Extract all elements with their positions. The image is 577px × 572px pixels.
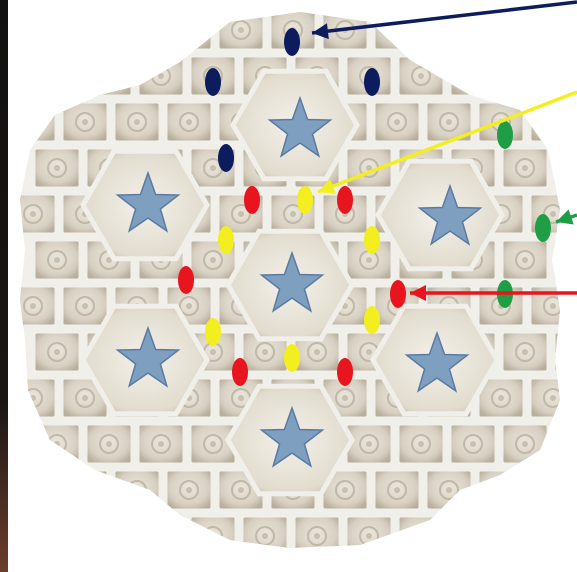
small-tile [294,516,340,556]
small-tile [166,10,212,50]
small-tile [554,148,577,188]
small-tile [374,102,420,142]
small-tile [346,424,392,464]
small-tile [450,56,496,96]
red-marker [244,186,260,214]
navy-marker [218,144,234,172]
small-tile [450,516,496,556]
yellow-marker [218,226,234,254]
red-marker [232,358,248,386]
small-tile [62,470,108,510]
small-tile [346,516,392,556]
small-tile [502,56,548,96]
navy-marker [205,68,221,96]
small-tile [502,516,548,556]
small-tile [530,10,576,50]
small-tile [398,56,444,96]
small-tile [554,332,577,372]
small-tile [114,470,160,510]
yellow-marker [205,318,221,346]
small-tile [478,470,524,510]
small-tile [34,516,80,556]
yellow-marker [284,344,300,372]
red-marker [390,280,406,308]
small-tile [530,470,576,510]
small-tile [62,286,108,326]
small-tile [554,56,577,96]
small-tile [34,332,80,372]
small-tile [114,10,160,50]
yellow-marker [364,226,380,254]
small-tile [34,240,80,280]
small-tile [114,102,160,142]
small-tile [346,148,392,188]
red-marker [178,266,194,294]
small-tile [10,102,56,142]
small-tile [190,516,236,556]
small-tile [426,470,472,510]
small-tile [530,378,576,418]
small-tile [502,332,548,372]
small-tile [554,516,577,556]
small-tile [34,56,80,96]
red-marker [337,186,353,214]
small-tile [10,286,56,326]
navy-marker [284,28,300,56]
small-tile [374,470,420,510]
small-tile [166,470,212,510]
small-tile [10,194,56,234]
small-tile [34,424,80,464]
yellow-marker [364,306,380,334]
small-tile [10,470,56,510]
small-tile [554,240,577,280]
small-tile [62,102,108,142]
small-tile [10,10,56,50]
small-tile [86,56,132,96]
small-tile [138,516,184,556]
small-tile [10,378,56,418]
small-tile [242,516,288,556]
small-tile [502,424,548,464]
small-tile [166,102,212,142]
green-marker [535,214,551,242]
small-tile [478,10,524,50]
small-tile [398,516,444,556]
yellow-marker [297,186,313,214]
small-tile [86,424,132,464]
navy-marker [364,68,380,96]
small-tile [374,10,420,50]
small-tile [86,516,132,556]
small-tile [554,424,577,464]
small-tile [138,56,184,96]
small-tile [398,424,444,464]
small-tile [450,424,496,464]
small-tile [502,240,548,280]
small-tile [502,148,548,188]
green-marker [497,121,513,149]
small-tile [62,10,108,50]
red-marker [337,358,353,386]
small-tile [218,10,264,50]
small-tile [138,424,184,464]
small-tile [34,148,80,188]
